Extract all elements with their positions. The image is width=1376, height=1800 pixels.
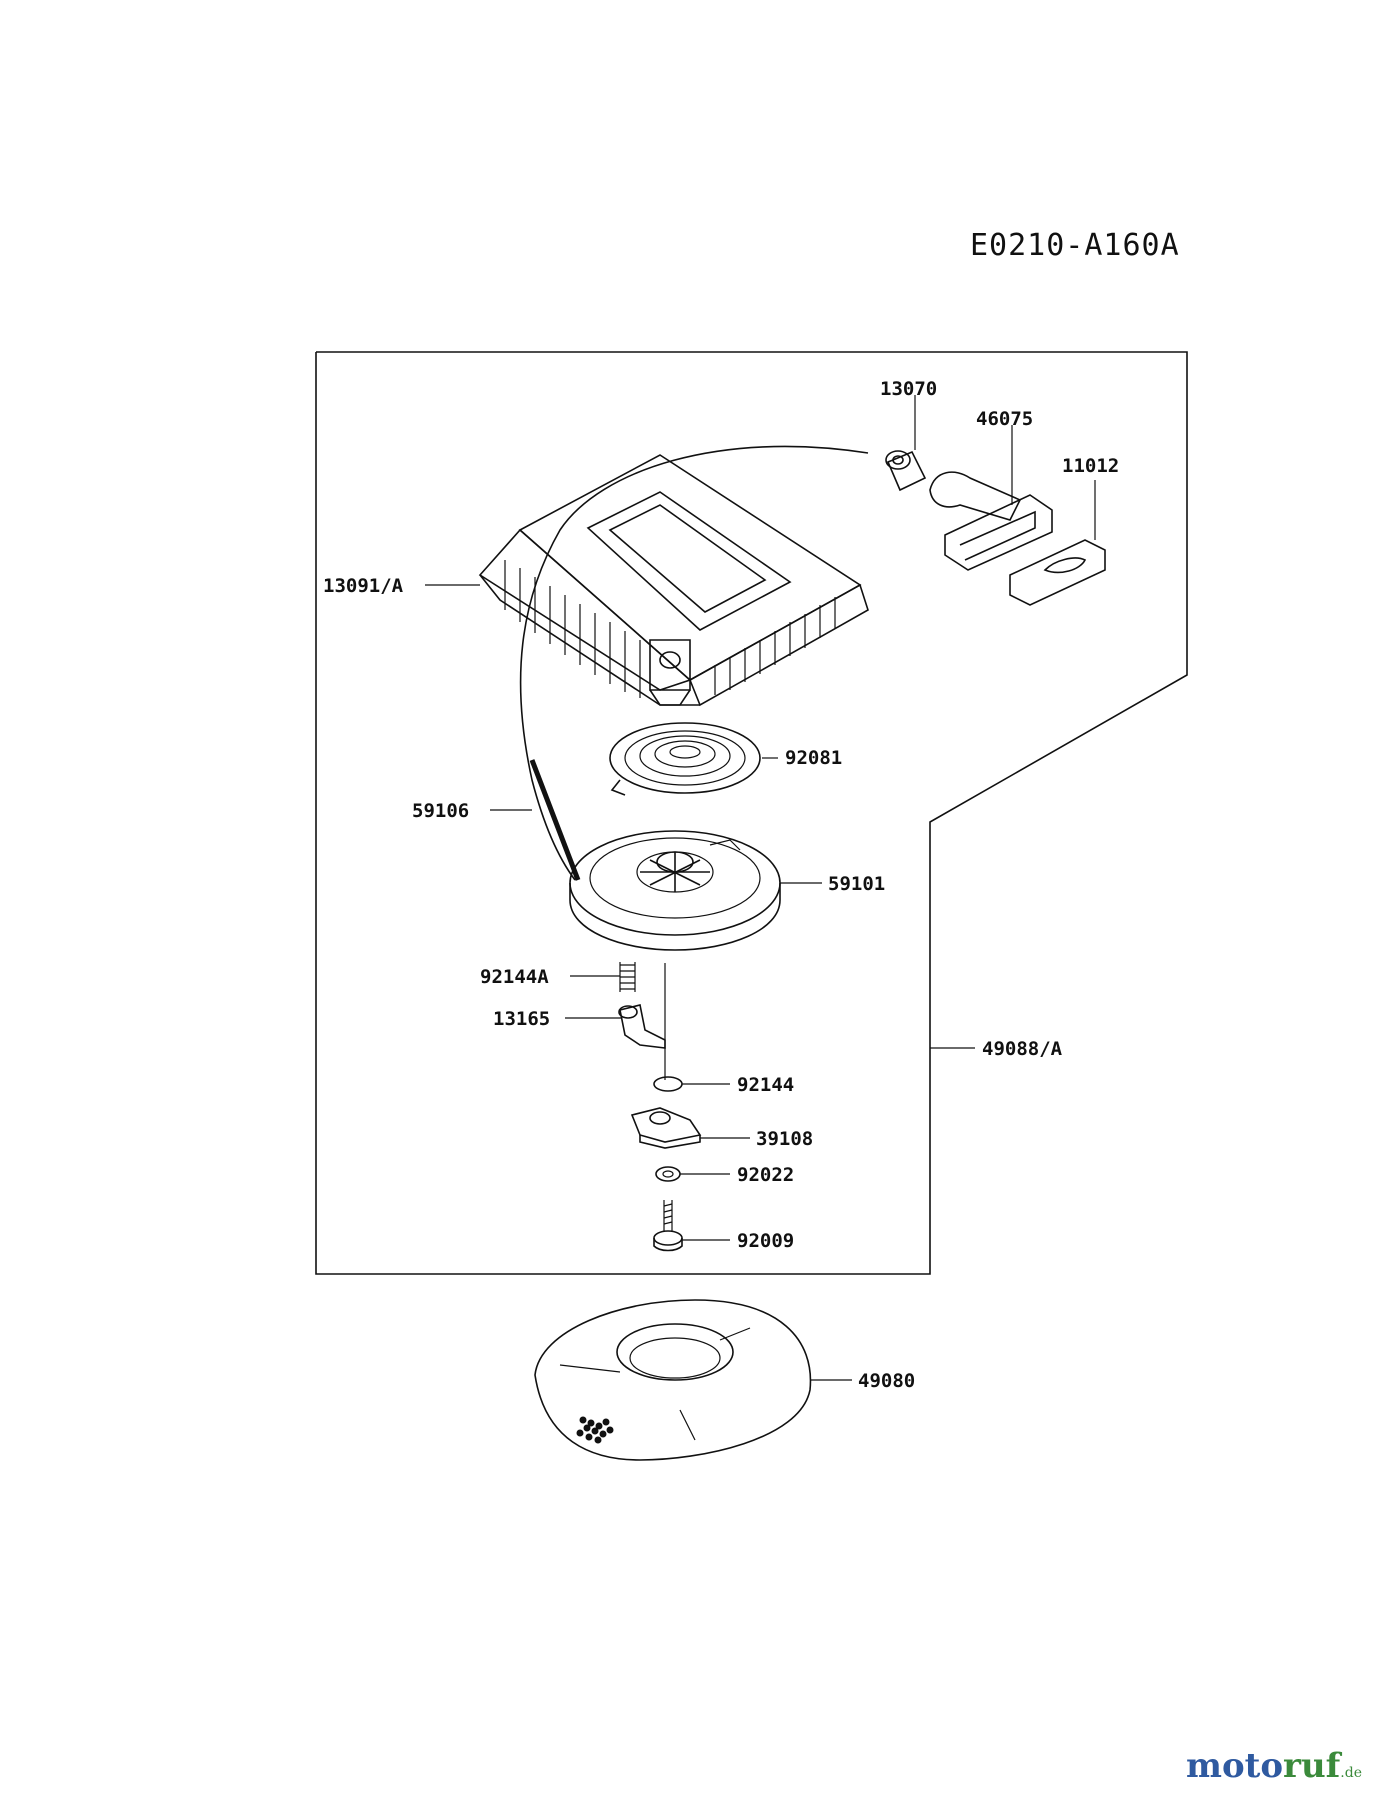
part-label: 59106: [412, 800, 469, 822]
part-label: 49088/A: [982, 1038, 1063, 1060]
nut: [655, 1166, 681, 1182]
rope-reel: [569, 830, 781, 951]
part-label: 92022: [737, 1164, 794, 1186]
handle-insert: [1009, 539, 1106, 606]
part-label: 92009: [737, 1230, 794, 1252]
washer: [653, 1076, 683, 1092]
starter-rope: [519, 445, 869, 881]
part-label: 46075: [976, 408, 1033, 430]
part-label: 39108: [756, 1128, 813, 1150]
bolt: [653, 1200, 683, 1252]
part-label: 13070: [880, 378, 937, 400]
assembly-frame: [315, 351, 1188, 1275]
ratchet: [630, 1107, 702, 1149]
part-label: 13091/A: [323, 575, 404, 597]
part-label: 92144A: [480, 966, 549, 988]
rope-guide: [885, 450, 927, 492]
pawl: [618, 1004, 666, 1049]
cover-plate: [534, 1299, 812, 1461]
small-spring: [619, 962, 636, 992]
watermark-logo: motoruf.de: [1186, 1746, 1362, 1786]
starter-handle: [929, 471, 1053, 571]
watermark-part1: moto: [1185, 1746, 1284, 1786]
part-label: 92144: [737, 1074, 794, 1096]
part-label: 59101: [828, 873, 885, 895]
leader-lines: [425, 395, 1096, 1381]
part-label: 92081: [785, 747, 842, 769]
watermark-suffix: .de: [1340, 1765, 1362, 1781]
part-label: 11012: [1062, 455, 1119, 477]
recoil-housing: [478, 454, 869, 707]
diagram-code: E0210-A160A: [970, 228, 1180, 263]
part-label: 49080: [858, 1370, 915, 1392]
recoil-spring: [609, 722, 761, 796]
part-label: 13165: [493, 1008, 550, 1030]
watermark-part2: ruf: [1283, 1746, 1341, 1786]
rope-end-thick: [529, 759, 581, 881]
